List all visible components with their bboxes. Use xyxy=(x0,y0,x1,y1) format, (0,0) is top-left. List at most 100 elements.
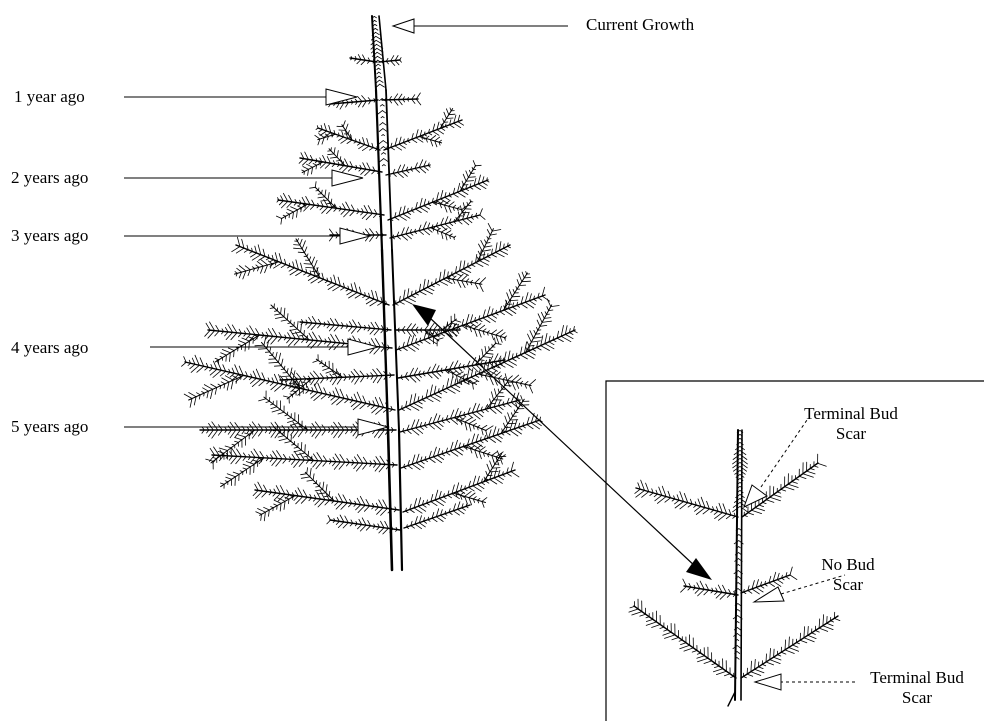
needle xyxy=(301,442,302,450)
needle xyxy=(429,458,435,462)
needle xyxy=(747,674,753,676)
needle xyxy=(274,504,278,506)
needle xyxy=(695,506,701,511)
needle xyxy=(477,412,483,417)
needle xyxy=(792,482,798,484)
needle xyxy=(789,637,790,648)
needle xyxy=(496,330,503,335)
needle xyxy=(230,422,236,430)
needle xyxy=(333,378,338,385)
needle xyxy=(481,483,484,485)
needle xyxy=(278,412,284,414)
needle xyxy=(458,368,461,371)
needle xyxy=(538,314,542,323)
trunk xyxy=(372,16,376,90)
needle xyxy=(408,466,413,469)
needle xyxy=(261,260,268,265)
needle xyxy=(454,236,456,237)
needle xyxy=(355,377,360,385)
needle xyxy=(226,355,227,361)
needle xyxy=(695,589,700,594)
needle xyxy=(394,94,398,100)
needle xyxy=(683,579,687,586)
needle xyxy=(470,200,471,202)
needle xyxy=(444,112,447,118)
needle xyxy=(496,344,502,345)
needle xyxy=(375,464,381,471)
year-3-arrow xyxy=(340,228,370,244)
needle xyxy=(362,146,369,151)
needle xyxy=(514,410,515,413)
needle xyxy=(334,148,335,154)
needle xyxy=(481,240,485,247)
needle xyxy=(253,490,258,495)
needle xyxy=(796,479,799,480)
needle xyxy=(448,495,452,498)
needle xyxy=(458,509,465,514)
needle xyxy=(488,254,489,257)
needle xyxy=(323,368,330,370)
needle xyxy=(308,340,314,346)
needle xyxy=(808,626,809,635)
needle xyxy=(508,413,511,420)
needle xyxy=(314,371,320,378)
needle xyxy=(340,157,341,161)
needle xyxy=(235,423,240,430)
needle xyxy=(462,191,468,195)
needle xyxy=(360,371,364,376)
terminal-bud-scar-top-label: Terminal Bud Scar xyxy=(786,404,916,444)
needle xyxy=(347,140,352,143)
needle xyxy=(346,289,349,291)
needle xyxy=(455,320,461,322)
needle xyxy=(452,272,453,275)
needle xyxy=(336,161,340,162)
needle xyxy=(338,376,340,377)
needle xyxy=(428,228,433,232)
needle xyxy=(365,170,371,176)
needle xyxy=(807,471,816,474)
needle xyxy=(632,612,642,615)
needle xyxy=(538,298,542,301)
leader-needle xyxy=(380,84,385,87)
needle xyxy=(522,281,531,282)
needle xyxy=(513,289,514,293)
needle xyxy=(329,325,334,331)
needle xyxy=(437,130,444,134)
inset-needle xyxy=(738,610,740,612)
needle xyxy=(252,267,254,269)
needle xyxy=(251,253,257,257)
needle xyxy=(803,474,814,478)
needle xyxy=(694,505,697,507)
needle xyxy=(331,148,332,151)
terminal-bud-scar-top-line-1: Terminal Bud xyxy=(786,404,916,424)
needle xyxy=(823,615,824,626)
needle xyxy=(271,507,274,508)
needle xyxy=(280,503,281,511)
needle xyxy=(526,272,527,275)
needle xyxy=(275,311,278,312)
needle xyxy=(205,330,211,336)
needle xyxy=(498,376,501,379)
needle xyxy=(362,96,367,101)
needle xyxy=(288,430,289,439)
trunk xyxy=(376,90,382,250)
needle xyxy=(298,488,303,497)
needle xyxy=(319,363,322,364)
needle xyxy=(290,270,299,275)
trunk-needle xyxy=(383,129,387,132)
needle xyxy=(455,450,463,456)
needle xyxy=(272,328,277,336)
needle xyxy=(516,287,517,290)
needle xyxy=(446,420,450,423)
needle xyxy=(462,220,468,225)
needle xyxy=(473,384,474,390)
needle xyxy=(488,257,491,258)
needle xyxy=(565,334,573,338)
needle xyxy=(250,251,253,253)
needle xyxy=(255,345,264,346)
needle xyxy=(470,325,474,328)
needle xyxy=(505,374,507,382)
trunk xyxy=(399,430,402,570)
needle xyxy=(751,672,761,676)
needle xyxy=(312,430,317,437)
